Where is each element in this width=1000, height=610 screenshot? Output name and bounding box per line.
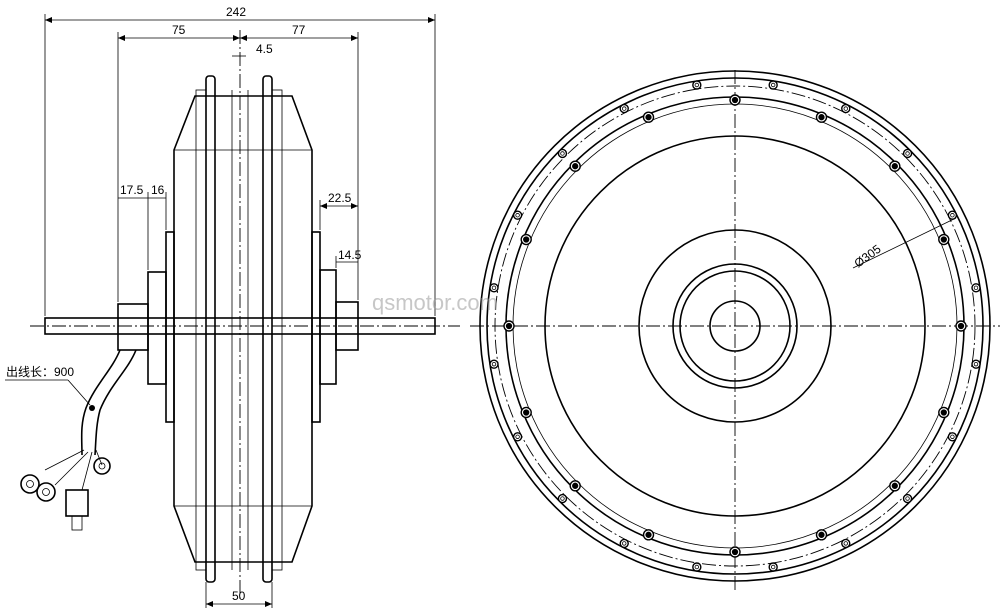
- bolt-hole-icon: [938, 233, 950, 246]
- cable-clip-icon: [89, 405, 95, 411]
- dim-right-flange-b: 14.5: [338, 248, 362, 262]
- bolt-hole-icon: [619, 538, 629, 549]
- side-view: [20, 30, 460, 600]
- connector-plug-icon: [65, 489, 89, 531]
- dim-bottom-width: 50: [232, 589, 246, 603]
- bolt-hole-icon: [815, 529, 828, 541]
- dim-left-flange-a: 17.5: [120, 183, 144, 197]
- ring-terminal-icon: [20, 474, 40, 494]
- front-view: [470, 70, 1000, 590]
- bolt-hole-icon: [729, 94, 741, 106]
- bolt-hole-icon: [569, 480, 581, 492]
- bolt-hole-icon: [512, 210, 523, 220]
- bolt-hole-icon: [692, 562, 702, 572]
- watermark: qsmotor.com: [372, 290, 498, 315]
- cable-length-label: 出线长：900: [6, 365, 74, 379]
- bolt-hole-icon: [902, 493, 913, 504]
- bolt-hole-icon: [768, 80, 778, 90]
- bolt-hole-icon: [955, 320, 967, 332]
- bolt-hole-icon: [729, 546, 741, 558]
- bolt-hole-icon: [889, 160, 901, 172]
- dim-overall-width: 242: [226, 5, 246, 19]
- dim-left-flange-b: 16: [151, 183, 165, 197]
- bolt-hole-icon: [815, 111, 828, 123]
- dim-right-flange-a: 22.5: [328, 191, 352, 205]
- bolt-hole-icon: [889, 480, 901, 492]
- bolt-hole-icon: [520, 233, 532, 246]
- dim-left-half: 75: [172, 23, 186, 37]
- bolt-hole-icon: [841, 538, 851, 549]
- bolt-hole-icon: [841, 103, 851, 114]
- bolt-hole-icon: [557, 493, 568, 504]
- bolt-hole-icon: [642, 111, 655, 123]
- bolt-hole-icon: [971, 283, 981, 293]
- dimension-lines: [5, 14, 436, 608]
- bolt-hole-icon: [569, 160, 581, 172]
- bolt-hole-icon: [692, 80, 702, 90]
- ring-terminal-icon: [36, 482, 56, 502]
- bolt-hole-icon: [938, 406, 950, 419]
- bolt-hole-icon: [557, 148, 568, 159]
- bolt-hole-icon: [642, 529, 655, 541]
- dim-center-offset: 4.5: [256, 42, 273, 56]
- bolt-hole-icon: [489, 359, 499, 369]
- bolt-hole-icon: [768, 562, 778, 572]
- dim-diameter: Ø305: [852, 242, 884, 271]
- bolt-hole-icon: [902, 148, 913, 159]
- bolt-hole-icon: [503, 320, 515, 332]
- bolt-hole-icon: [947, 432, 958, 442]
- ring-terminal-icon: [93, 457, 111, 475]
- bolt-hole-icon: [512, 432, 523, 442]
- bolt-hole-icon: [520, 406, 532, 419]
- dim-right-half: 77: [292, 23, 306, 37]
- bolt-hole-icon: [971, 359, 981, 369]
- bolt-hole-icon: [619, 103, 629, 114]
- bolt-hole-icon: [947, 210, 958, 220]
- bolt-hole-icon: [489, 283, 499, 293]
